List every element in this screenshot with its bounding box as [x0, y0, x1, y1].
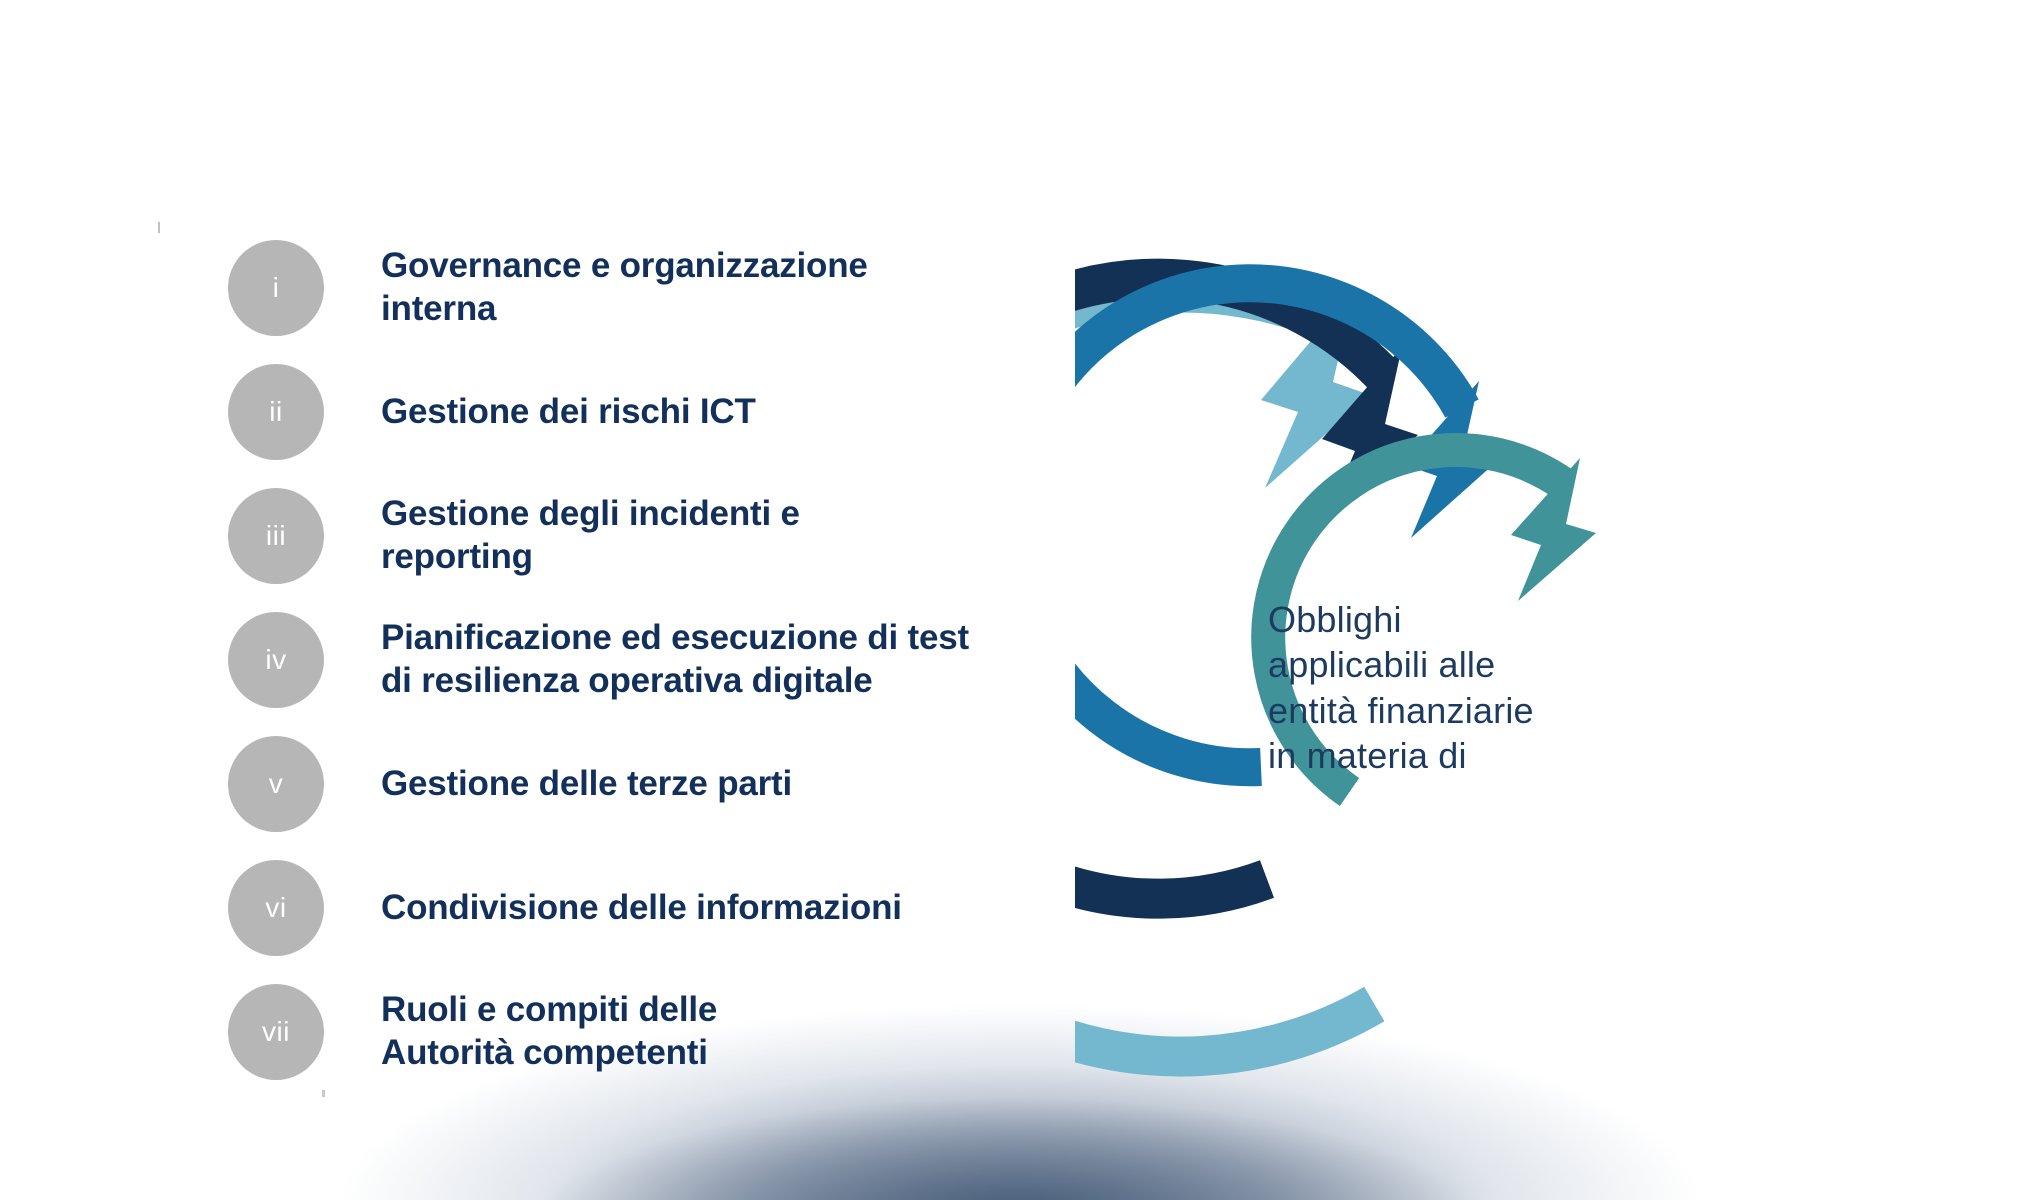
numeral-label: vii	[262, 1016, 290, 1047]
decorative-tick-top	[158, 222, 160, 233]
list-item[interactable]: vii Ruoli e compiti delle Autorità compe…	[228, 984, 717, 1080]
numeral-badge: iv	[228, 612, 324, 708]
inner-teal-arc	[1251, 432, 1596, 806]
list-item-label: Ruoli e compiti delle Autorità competent…	[381, 990, 718, 1072]
center-caption: Obblighi applicabili alle entità finanzi…	[1268, 599, 1534, 777]
list-item[interactable]: iii Gestione degli incidenti e reporting	[228, 488, 800, 584]
decorative-tick-bottom	[322, 1090, 325, 1097]
circular-arrow-diagram	[1075, 195, 1955, 1095]
numeral-label: v	[268, 768, 284, 799]
numeral-badge: v	[228, 736, 324, 832]
numeral-label: iv	[265, 644, 287, 675]
numeral-badge: ii	[228, 364, 324, 460]
numeral-badge: i	[228, 240, 324, 336]
numeral-label: vi	[265, 892, 287, 923]
list-item[interactable]: ii Gestione dei rischi ICT	[228, 364, 756, 460]
list-item[interactable]: vi Condivisione delle informazioni	[228, 860, 902, 956]
list-item[interactable]: v Gestione delle terze parti	[228, 736, 792, 832]
numeral-badge: iii	[228, 488, 324, 584]
list-item-label: Gestione delle terze parti	[381, 763, 793, 803]
list-item-label: Pianificazione ed esecuzione di test di …	[381, 618, 969, 700]
list-item[interactable]: i Governance e organizzazione interna	[228, 240, 868, 336]
list-item-label: Gestione dei rischi ICT	[381, 391, 756, 431]
numeral-label: iii	[265, 520, 287, 551]
navy-arc	[1075, 258, 1418, 919]
numeral-label: ii	[269, 396, 283, 427]
list-item-label: Governance e organizzazione interna	[381, 246, 868, 328]
numeral-badge: vi	[228, 860, 324, 956]
list-item-label: Condivisione delle informazioni	[381, 887, 902, 927]
numeral-badge: vii	[228, 984, 324, 1080]
numeral-label: i	[272, 272, 280, 303]
list-item-label: Gestione degli incidenti e reporting	[381, 494, 800, 576]
list-item[interactable]: iv Pianificazione ed esecuzione di test …	[228, 612, 969, 708]
